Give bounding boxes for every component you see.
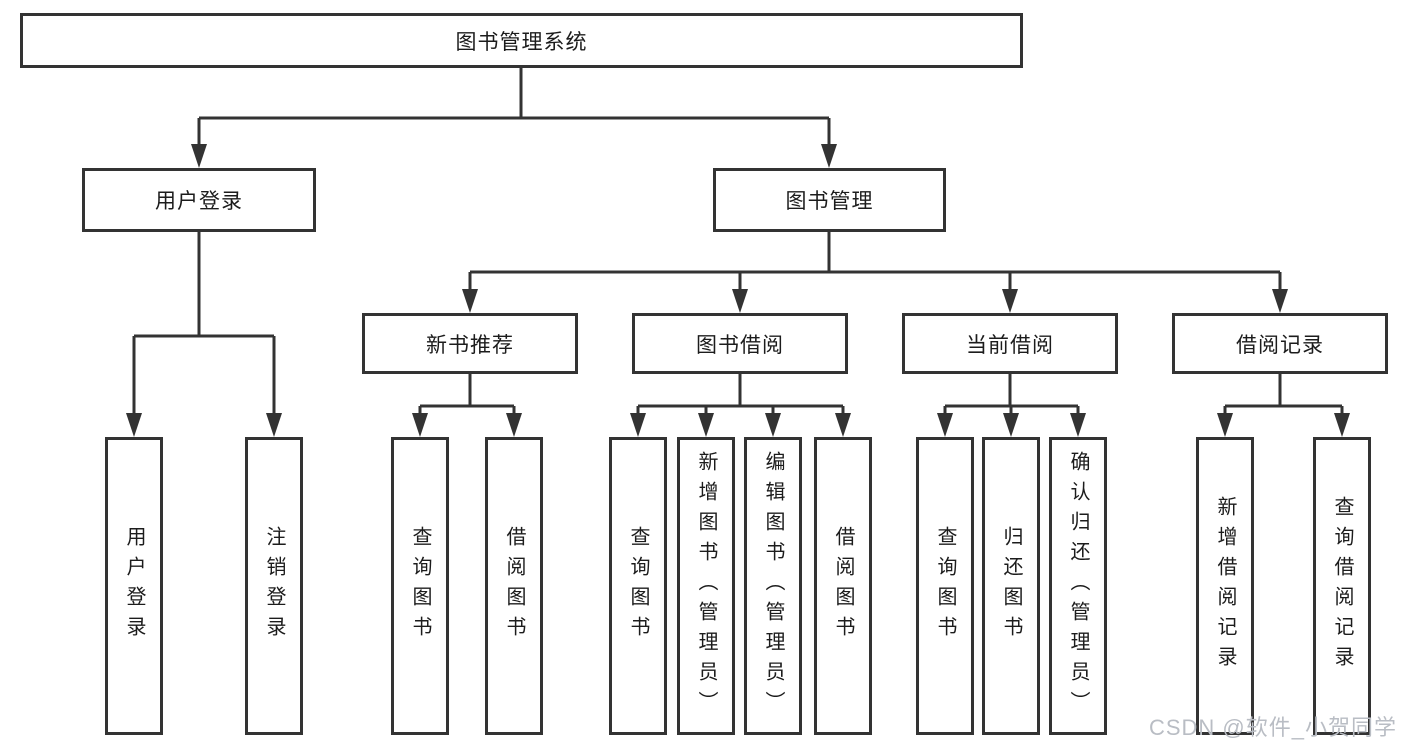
leaf-br-add-record-label: 新增借阅记录 xyxy=(1214,496,1236,676)
node-user-login: 用户登录 xyxy=(82,168,316,232)
leaf-nbr-query-books-label: 查询图书 xyxy=(409,526,431,646)
node-current-borrowing: 当前借阅 xyxy=(902,313,1118,374)
node-current-borrowing-label: 当前借阅 xyxy=(966,333,1054,357)
leaf-bb-add-books-admin-label: 新增图书（管理员） xyxy=(695,451,717,721)
node-user-login-label: 用户登录 xyxy=(155,190,243,213)
node-library-system-label: 图书管理系统 xyxy=(455,30,588,54)
node-library-system: 图书管理系统 xyxy=(20,13,1023,68)
leaf-cb-return-books: 归还图书 xyxy=(982,437,1040,735)
node-book-borrowing-label: 图书借阅 xyxy=(696,333,784,357)
leaf-bb-edit-books-admin-label: 编辑图书（管理员） xyxy=(762,451,784,721)
node-borrowing-records: 借阅记录 xyxy=(1172,313,1388,374)
leaf-bb-borrow-books-label: 借阅图书 xyxy=(832,526,854,646)
leaf-cb-confirm-return-admin: 确认归还（管理员） xyxy=(1049,437,1107,735)
leaf-logout-label: 注销登录 xyxy=(263,526,285,646)
node-borrowing-records-label: 借阅记录 xyxy=(1236,333,1324,357)
leaf-bb-edit-books-admin: 编辑图书（管理员） xyxy=(744,437,802,735)
node-book-management: 图书管理 xyxy=(713,168,946,232)
leaf-user-login: 用户登录 xyxy=(105,437,163,735)
leaf-br-query-record-label: 查询借阅记录 xyxy=(1331,496,1353,676)
node-new-book-recommend-label: 新书推荐 xyxy=(426,333,514,357)
leaf-bb-query-books: 查询图书 xyxy=(609,437,667,735)
leaf-br-query-record: 查询借阅记录 xyxy=(1313,437,1371,735)
leaf-cb-confirm-return-admin-label: 确认归还（管理员） xyxy=(1067,451,1089,721)
leaf-bb-query-books-label: 查询图书 xyxy=(627,526,649,646)
leaf-logout: 注销登录 xyxy=(245,437,303,735)
leaf-nbr-borrow-books: 借阅图书 xyxy=(485,437,543,735)
leaf-nbr-query-books: 查询图书 xyxy=(391,437,449,735)
leaf-bb-add-books-admin: 新增图书（管理员） xyxy=(677,437,735,735)
leaf-bb-borrow-books: 借阅图书 xyxy=(814,437,872,735)
leaf-cb-query-books-label: 查询图书 xyxy=(934,526,956,646)
leaf-cb-return-books-label: 归还图书 xyxy=(1000,526,1022,646)
csdn-watermark: CSDN @软件_小贺同学 xyxy=(1148,715,1397,740)
leaf-cb-query-books: 查询图书 xyxy=(916,437,974,735)
node-new-book-recommend: 新书推荐 xyxy=(362,313,578,374)
leaf-br-add-record: 新增借阅记录 xyxy=(1196,437,1254,735)
leaf-user-login-label: 用户登录 xyxy=(123,526,145,646)
node-book-borrowing: 图书借阅 xyxy=(632,313,848,374)
node-book-management-label: 图书管理 xyxy=(785,190,874,213)
leaf-nbr-borrow-books-label: 借阅图书 xyxy=(503,526,525,646)
